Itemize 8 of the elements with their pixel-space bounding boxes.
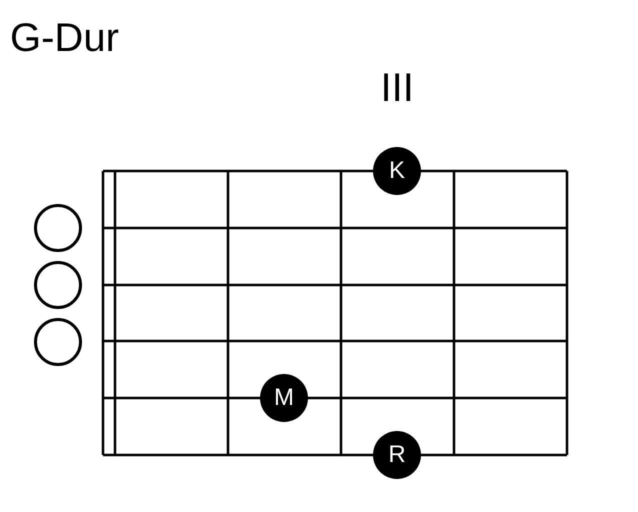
open-string-circle xyxy=(34,318,82,366)
chord-title: G-Dur xyxy=(10,18,119,58)
finger-dot: M xyxy=(260,374,308,422)
finger-dot: R xyxy=(373,431,421,479)
finger-dot: K xyxy=(373,147,421,195)
fret-number-label: III xyxy=(380,68,414,108)
open-string-circle xyxy=(34,204,82,252)
open-string-circle xyxy=(34,261,82,309)
